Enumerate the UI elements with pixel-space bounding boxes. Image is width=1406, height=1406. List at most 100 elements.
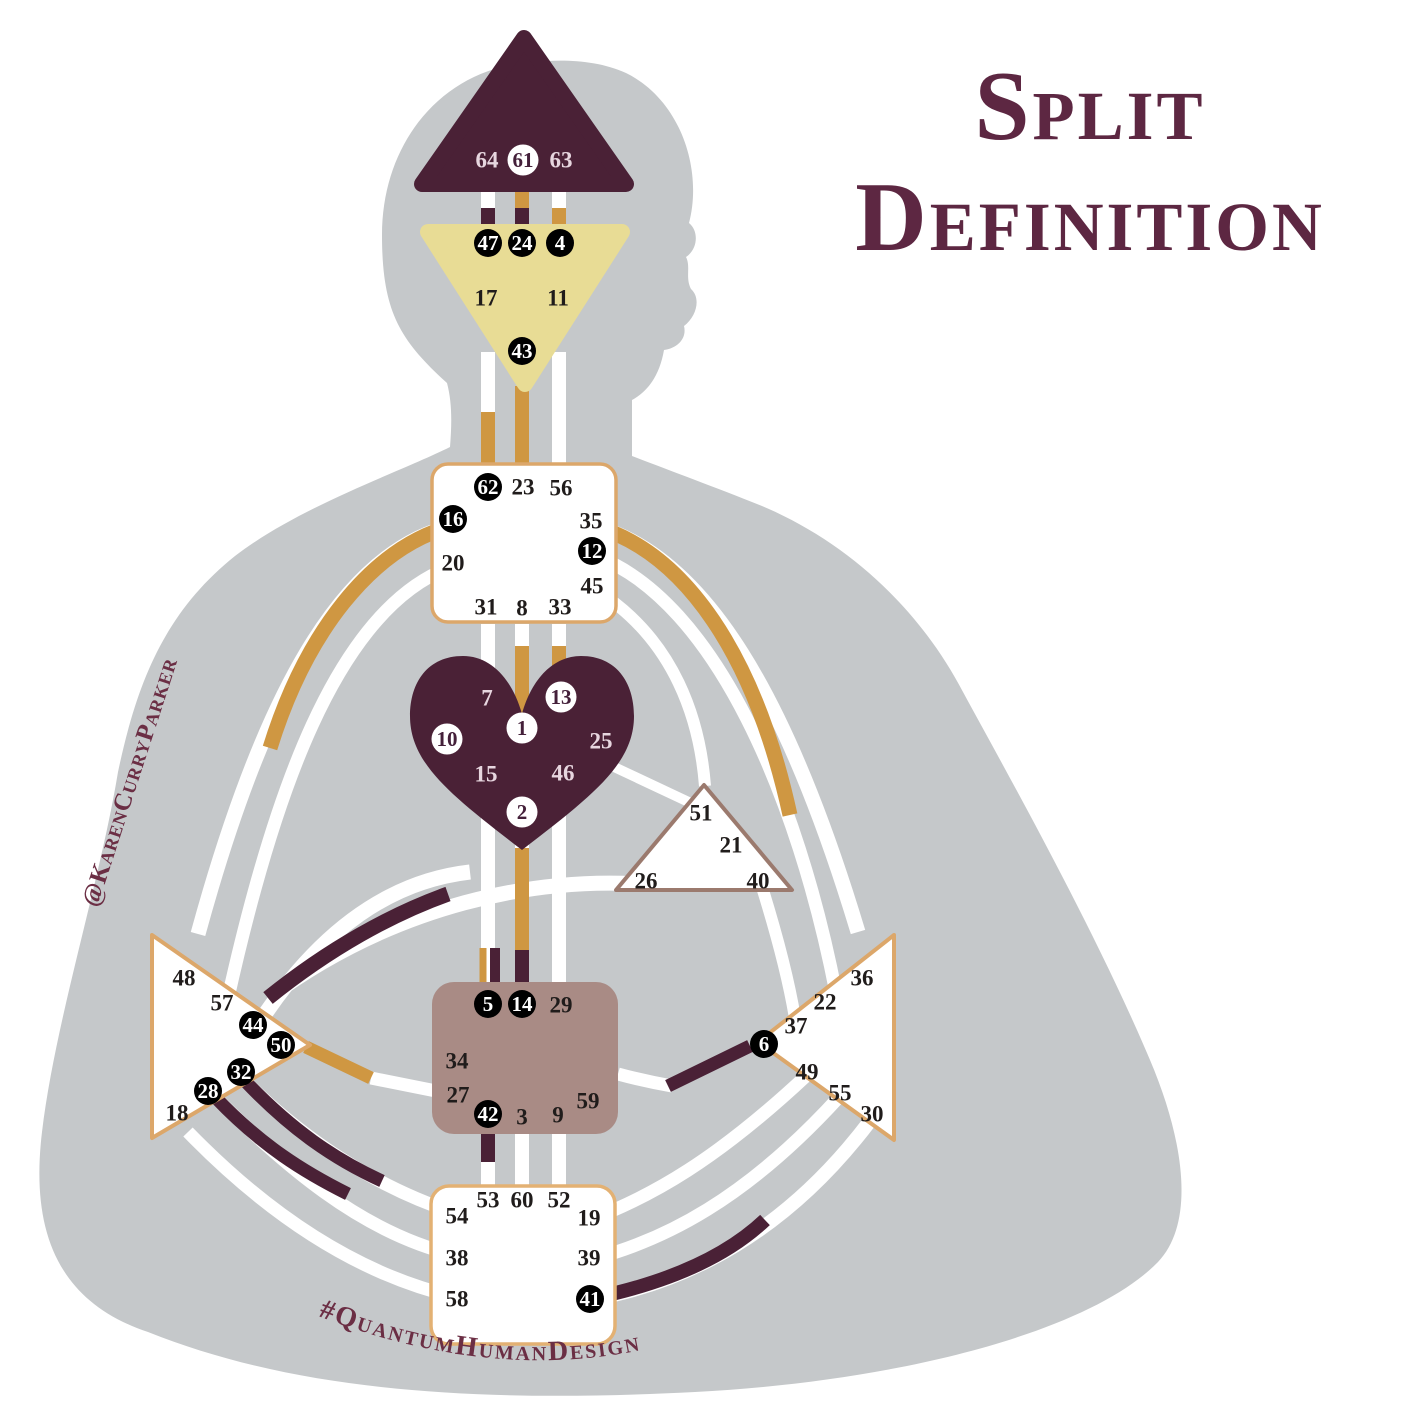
gate-number: 49 [796, 1060, 819, 1085]
gate-64: 64 [476, 148, 500, 173]
solar-plexus-center [756, 933, 896, 1142]
gate-21: 21 [720, 833, 743, 858]
gate-circle-black [474, 990, 502, 1018]
gate-number: 18 [166, 1101, 189, 1126]
channel-16-48-gold [262, 518, 455, 751]
gate-28: 28 [194, 1077, 222, 1105]
gate-10: 10 [431, 723, 463, 755]
gate-38: 38 [446, 1246, 469, 1271]
gate-13: 13 [545, 681, 577, 713]
channel-20-57-white [221, 561, 451, 1000]
gate-18: 18 [166, 1101, 189, 1126]
gate-number: 27 [447, 1083, 470, 1108]
gate-22: 22 [814, 990, 837, 1015]
gate-number: 40 [747, 869, 770, 894]
gate-number: 61 [513, 148, 534, 172]
gate-47: 47 [474, 229, 502, 257]
gate-circle-black [227, 1058, 255, 1086]
gate-8: 8 [516, 596, 528, 621]
gate-circle-white [545, 681, 577, 713]
gate-56: 56 [550, 476, 573, 501]
gate-62: 62 [474, 473, 502, 501]
channel-25-51-white [609, 761, 698, 810]
spleen-center [150, 933, 312, 1140]
gate-number: 11 [547, 286, 569, 311]
gate-number: 45 [581, 574, 604, 599]
root-center [429, 1184, 617, 1346]
channel-44-26-maroon [263, 886, 451, 1004]
gate-58: 58 [446, 1287, 469, 1312]
gate-60: 60 [511, 1188, 534, 1213]
gate-number: 35 [580, 509, 603, 534]
gate-number: 53 [477, 1188, 500, 1213]
gate-34: 34 [446, 1049, 470, 1074]
gate-3: 3 [516, 1105, 528, 1130]
gate-number: 9 [552, 1103, 564, 1128]
gate-23: 23 [512, 475, 535, 500]
gate-number: 51 [690, 801, 713, 826]
gate-circle-black [474, 473, 502, 501]
gate-59: 59 [577, 1089, 600, 1114]
g-center [410, 656, 634, 850]
gate-number: 31 [475, 595, 498, 620]
sacral-center [432, 982, 618, 1134]
gate-number: 50 [271, 1033, 292, 1057]
gate-number: 30 [861, 1102, 884, 1127]
title-line-2: Definition [855, 162, 1325, 272]
gate-number: 23 [512, 475, 535, 500]
gate-number: 46 [552, 761, 575, 786]
gate-number: 17 [475, 286, 498, 311]
gate-number: 25 [590, 729, 613, 754]
gate-6: 6 [750, 1030, 778, 1058]
channel-37-40-white [756, 885, 801, 1019]
gate-circle-black [578, 537, 606, 565]
gate-29: 29 [550, 993, 573, 1018]
channel-55-39-white [591, 1092, 844, 1266]
gate-number: 33 [549, 595, 572, 620]
gate-37: 37 [785, 1014, 808, 1039]
gate-39: 39 [578, 1246, 601, 1271]
gate-54: 54 [446, 1204, 470, 1229]
gate-48: 48 [173, 966, 196, 991]
gate-4: 4 [546, 229, 574, 257]
gate-number: 63 [550, 148, 573, 173]
gate-circle-black [439, 505, 467, 533]
gate-number: 41 [580, 1287, 601, 1311]
gate-number: 6 [759, 1032, 770, 1056]
gate-number: 52 [548, 1188, 571, 1213]
gate-50: 50 [267, 1031, 295, 1059]
gate-45: 45 [581, 574, 604, 599]
gate-27: 27 [447, 1083, 470, 1108]
gate-number: 13 [551, 685, 572, 709]
gate-61: 61 [507, 144, 539, 176]
gate-number: 59 [577, 1089, 600, 1114]
gate-55: 55 [829, 1081, 852, 1106]
gate-26: 26 [635, 869, 658, 894]
gate-7: 7 [481, 686, 493, 711]
gate-number: 7 [481, 686, 493, 711]
gate-number: 42 [478, 1102, 499, 1126]
gate-number: 62 [478, 475, 499, 499]
gate-42: 42 [474, 1100, 502, 1128]
gate-circle-white [506, 712, 538, 744]
gate-circle-black [474, 229, 502, 257]
gate-number: 48 [173, 966, 196, 991]
gate-9: 9 [552, 1103, 564, 1128]
gate-number: 56 [550, 476, 573, 501]
gate-number: 37 [785, 1014, 808, 1039]
gate-63: 63 [550, 148, 573, 173]
gate-number: 15 [475, 762, 498, 787]
gate-number: 55 [829, 1081, 852, 1106]
gate-circle-black [267, 1031, 295, 1059]
gate-number: 10 [437, 727, 458, 751]
gate-number: 22 [814, 990, 837, 1015]
gate-circle-black [750, 1030, 778, 1058]
gate-20: 20 [442, 551, 465, 576]
gate-number: 38 [446, 1246, 469, 1271]
gate-31: 31 [475, 595, 498, 620]
gate-number: 26 [635, 869, 658, 894]
gate-1: 1 [506, 712, 538, 744]
channel-35-36-gold [591, 518, 798, 817]
